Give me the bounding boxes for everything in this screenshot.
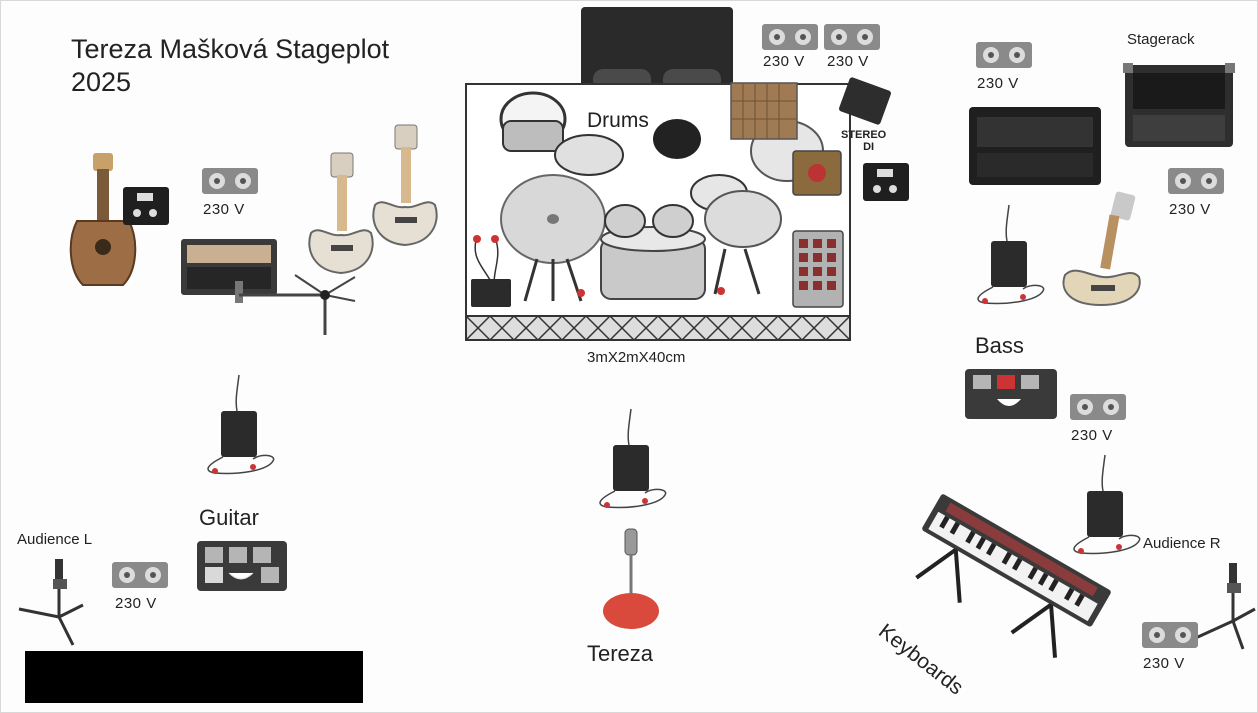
page-title-line1: Tereza Mašková Stageplot <box>71 34 390 64</box>
iem-beltpack-icon <box>1073 454 1141 555</box>
keyboard-icon <box>915 494 1111 658</box>
bass-guitar-icon <box>1062 191 1141 307</box>
power-outlet-icon <box>824 24 880 50</box>
power-outlet-icon <box>1168 168 1224 194</box>
guitar-pedalboard-icon <box>197 541 287 591</box>
acoustic-guitar-icon <box>69 153 137 286</box>
audience-right-mic-stand-icon <box>1188 563 1256 650</box>
power-label: 230 V <box>203 201 245 218</box>
drum-pad-controller-icon <box>792 230 844 308</box>
iem-beltpack-icon <box>599 408 667 509</box>
power-outlet-icon <box>1142 622 1198 648</box>
sample-pad-icon <box>730 82 798 140</box>
electric-guitar-icon <box>308 152 374 275</box>
bass-label: Bass <box>975 333 1024 358</box>
guitar-label: Guitar <box>199 505 259 530</box>
di-box-icon <box>863 163 909 201</box>
guitar-amp-icon <box>181 239 277 295</box>
electric-guitar-icon <box>372 124 438 247</box>
iem-beltpack-icon <box>977 204 1045 305</box>
bass-pedalboard-icon <box>965 369 1057 419</box>
in-ear-monitor-icon <box>471 235 511 307</box>
vocal-mic-stand-icon <box>603 528 659 629</box>
power-outlet-icon <box>112 562 168 588</box>
audience-left-label: Audience L <box>17 531 93 548</box>
amp-mic-stand-icon <box>235 274 356 335</box>
drum-kit-icon <box>499 91 824 302</box>
audience-right-label: Audience R <box>1143 535 1221 552</box>
drums-label: Drums <box>587 109 649 132</box>
power-label: 230 V <box>827 53 869 70</box>
redacted-area <box>25 651 363 703</box>
audience-left-mic-stand-icon <box>18 559 84 646</box>
stereo-di-box-icon <box>839 77 891 125</box>
stereo-di-label-line2: DI <box>863 141 875 153</box>
iem-beltpack-icon <box>207 374 275 475</box>
power-label: 230 V <box>1071 427 1113 444</box>
power-label: 230 V <box>763 53 805 70</box>
power-outlet-icon <box>762 24 818 50</box>
effects-unit-icon <box>792 150 842 196</box>
power-label: 230 V <box>1169 201 1211 218</box>
di-box-icon <box>123 187 169 225</box>
stagerack-case-icon <box>1123 63 1235 147</box>
riser-dimensions-label: 3mX2mX40cm <box>587 349 686 366</box>
page-title: Tereza Mašková Stageplot 2025 <box>71 33 389 99</box>
power-label: 230 V <box>977 75 1019 92</box>
stereo-di-label-line1: STEREO <box>841 129 887 141</box>
tereza-label: Tereza <box>587 641 654 666</box>
power-label: 230 V <box>115 595 157 612</box>
bass-amp-icon <box>969 107 1101 185</box>
page-title-line2: 2025 <box>71 67 132 97</box>
stereo-di-label: STEREO DI <box>841 129 886 153</box>
power-label: 230 V <box>1143 655 1185 672</box>
power-outlet-icon <box>1070 394 1126 420</box>
stagerack-label: Stagerack <box>1127 31 1195 48</box>
power-outlet-icon <box>976 42 1032 68</box>
power-outlet-icon <box>202 168 258 194</box>
